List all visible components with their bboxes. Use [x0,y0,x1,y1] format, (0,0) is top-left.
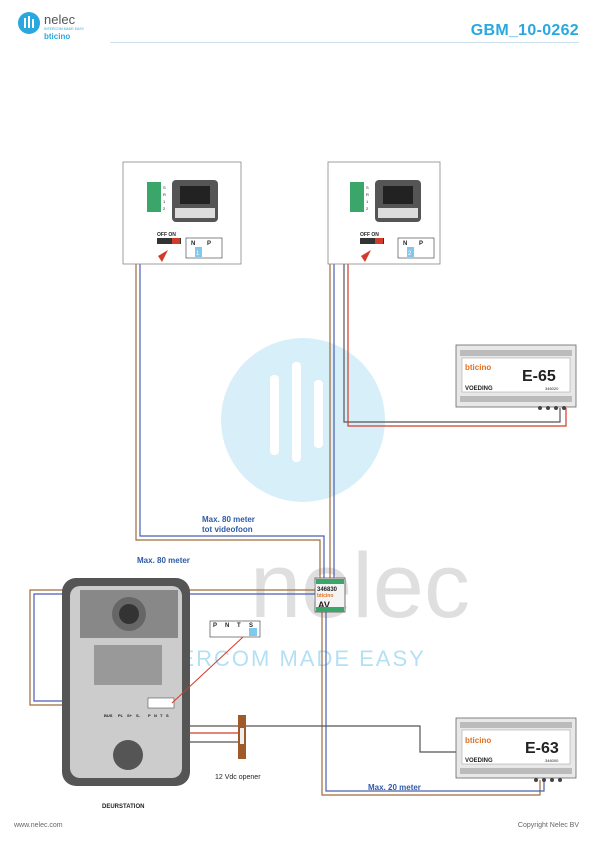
e63-model: E-63 [525,740,559,757]
terminal-label: T [160,713,163,718]
terminal-label: P [419,241,423,247]
nelec-logo: nelec INTERCOM MADE EASY bticino [18,12,85,41]
terminal-label: P [148,713,151,718]
callout-arrow [171,636,244,704]
videophone-2-screen [383,186,413,204]
speaker-grille [94,645,162,685]
videophone-2: S R 1 2 OFF ON N P 2 [327,161,441,265]
brand-name: nelec [44,12,76,27]
red-arrow-icon [158,250,168,262]
max-80-videophone-label-line2: tot videofoon [202,525,253,534]
interface-part-number: 346830 [317,587,338,593]
videophone-1-buttons [175,208,215,218]
terminal-label: N [191,241,195,247]
videophone-1-selected-number: 1 [196,251,200,257]
videophone-1: S R 1 2 OFF ON N P 1 [122,161,242,265]
brand-tagline: INTERCOM MADE EASY [44,27,85,31]
power-supply-e63: bticino E-63 VOEDING 346000 [455,717,577,782]
videophone-1-bus-terminal [147,182,161,212]
footer-url: www.nelec.com [14,822,63,829]
videophone-1-switch-knob [172,238,180,244]
terminal-label: P [213,623,217,629]
e65-brand: bticino [465,363,491,372]
terminal-label: PL [118,713,124,718]
footer-copyright: Copyright Nelec BV [517,822,579,829]
e63-label: VOEDING [465,758,493,764]
videophone-2-bus-terminal [350,182,364,212]
terminal-label: S- [136,713,141,718]
terminal-label: T [237,623,241,629]
callout-terminal-block: P N T S [171,620,261,704]
terminal-label: S [249,623,253,629]
e65-label: VOEDING [465,386,493,392]
bticino-logo: bticino [44,32,70,41]
videophone-2-switch-label: OFF ON [360,232,379,238]
call-button [113,740,143,770]
bus-label: 2 [366,206,369,211]
header-divider [110,42,579,43]
bus-label: S [163,185,166,190]
terminal-label: S [166,713,169,718]
terminal-label: S+ [127,713,133,718]
interface-type: AV [318,600,330,610]
terminal-label: N [225,623,229,629]
door-station: BUS PL S+ S- P N T S [62,578,190,786]
videophone-2-buttons [378,208,418,218]
max-20-label: Max. 20 meter [368,783,421,792]
terminal-label: N [154,713,157,718]
e65-part-number: 346020 [545,386,559,391]
bus-label: S [366,185,369,190]
terminal-label: BUS [104,713,113,718]
terminal-label: P [207,241,211,247]
videophone-2-switch-knob [375,238,383,244]
bus-label: 1 [366,199,369,204]
camera-lens-icon [119,604,139,624]
bus-label: 1 [163,199,166,204]
e63-brand: bticino [465,736,491,745]
videophone-1-selected-cell [195,247,202,257]
power-supply-e65: bticino E-65 VOEDING 346020 [455,344,577,410]
videophone-2-selected-cell [407,247,414,257]
red-arrow-icon [361,250,371,262]
e65-model: E-65 [522,368,556,385]
terminal-label: N [403,241,407,247]
opener-label: 12 Vdc opener [215,774,261,781]
document-code: GBM_10-0262 [470,22,579,39]
max-80-door-label: Max. 80 meter [137,556,190,565]
watermark [221,338,385,502]
bus-label: 2 [163,206,166,211]
videophone-1-switch [157,238,181,244]
door-station-caption: DEURSTATION [102,804,144,810]
interface-av: 346830 bticino AV [314,577,346,613]
bus-label: R [163,192,166,197]
watermark-word: nelec [250,535,470,637]
door-opener [238,715,246,759]
interface-brand: bticino [317,593,333,599]
videophone-1-screen [180,186,210,204]
videophone-2-switch [360,238,384,244]
videophone-2-selected-number: 2 [408,251,412,257]
videophone-1-switch-label: OFF ON [157,232,176,238]
max-80-videophone-label: Max. 80 meter [202,515,255,524]
bus-label: R [366,192,369,197]
e63-part-number: 346000 [545,758,559,763]
